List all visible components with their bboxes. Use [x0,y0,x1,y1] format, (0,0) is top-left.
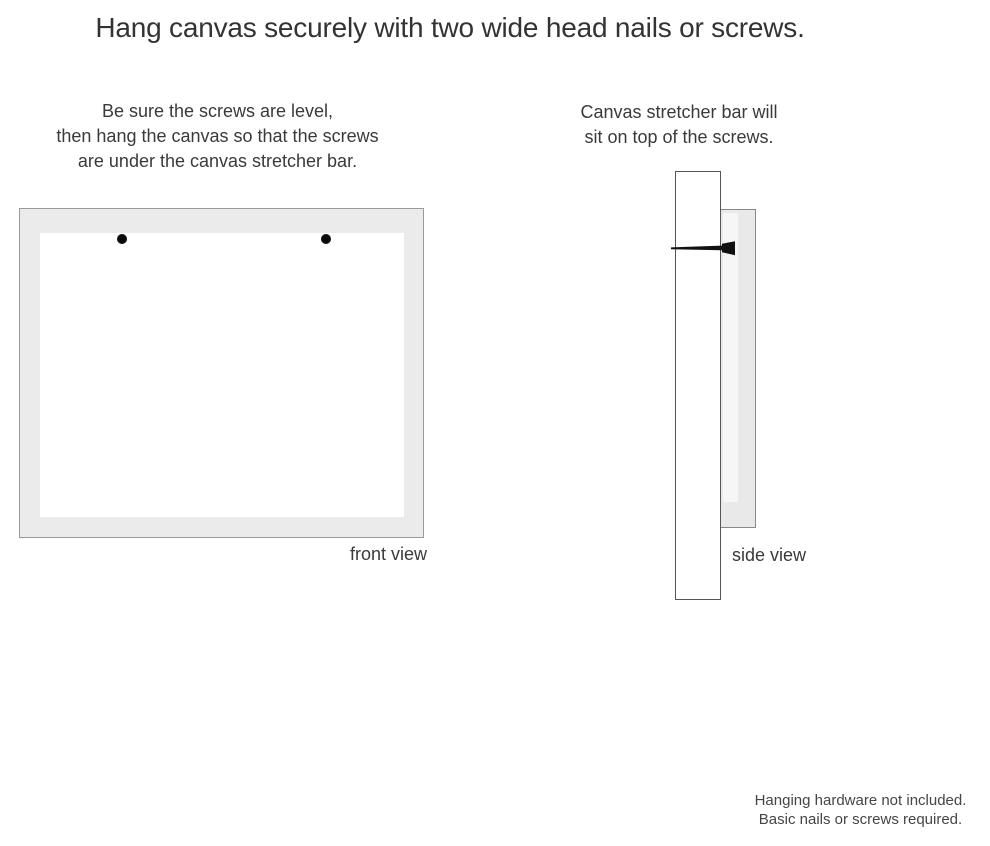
instruction-line: Canvas stretcher bar will [580,102,778,122]
hardware-footnote: Hanging hardware not included. Basic nai… [738,791,983,829]
nail-icon [671,241,735,256]
side-view-canvas-inner [723,213,738,502]
front-view-canvas-frame [19,208,424,538]
side-view-canvas [720,209,756,528]
side-view-label: side view [732,545,807,565]
instruction-line: Be sure the screws are level, [101,101,334,121]
footnote-line: Basic nails or screws required. [758,811,963,828]
screw-dot-left [117,234,127,244]
footnote-line: Hanging hardware not included. [754,792,967,809]
instruction-line: are under the canvas stretcher bar. [77,151,358,171]
front-view-canvas-face [40,233,404,517]
screw-dot-right [321,234,331,244]
front-view-instructions: Be sure the screws are level, then hang … [30,99,405,174]
side-view-instructions: Canvas stretcher bar will sit on top of … [559,100,799,150]
page-title: Hang canvas securely with two wide head … [95,12,805,43]
side-view-wall-bar [675,171,721,600]
instruction-line: sit on top of the screws. [584,127,774,147]
front-view-label: front view [349,544,427,564]
instruction-line: then hang the canvas so that the screws [56,126,379,146]
